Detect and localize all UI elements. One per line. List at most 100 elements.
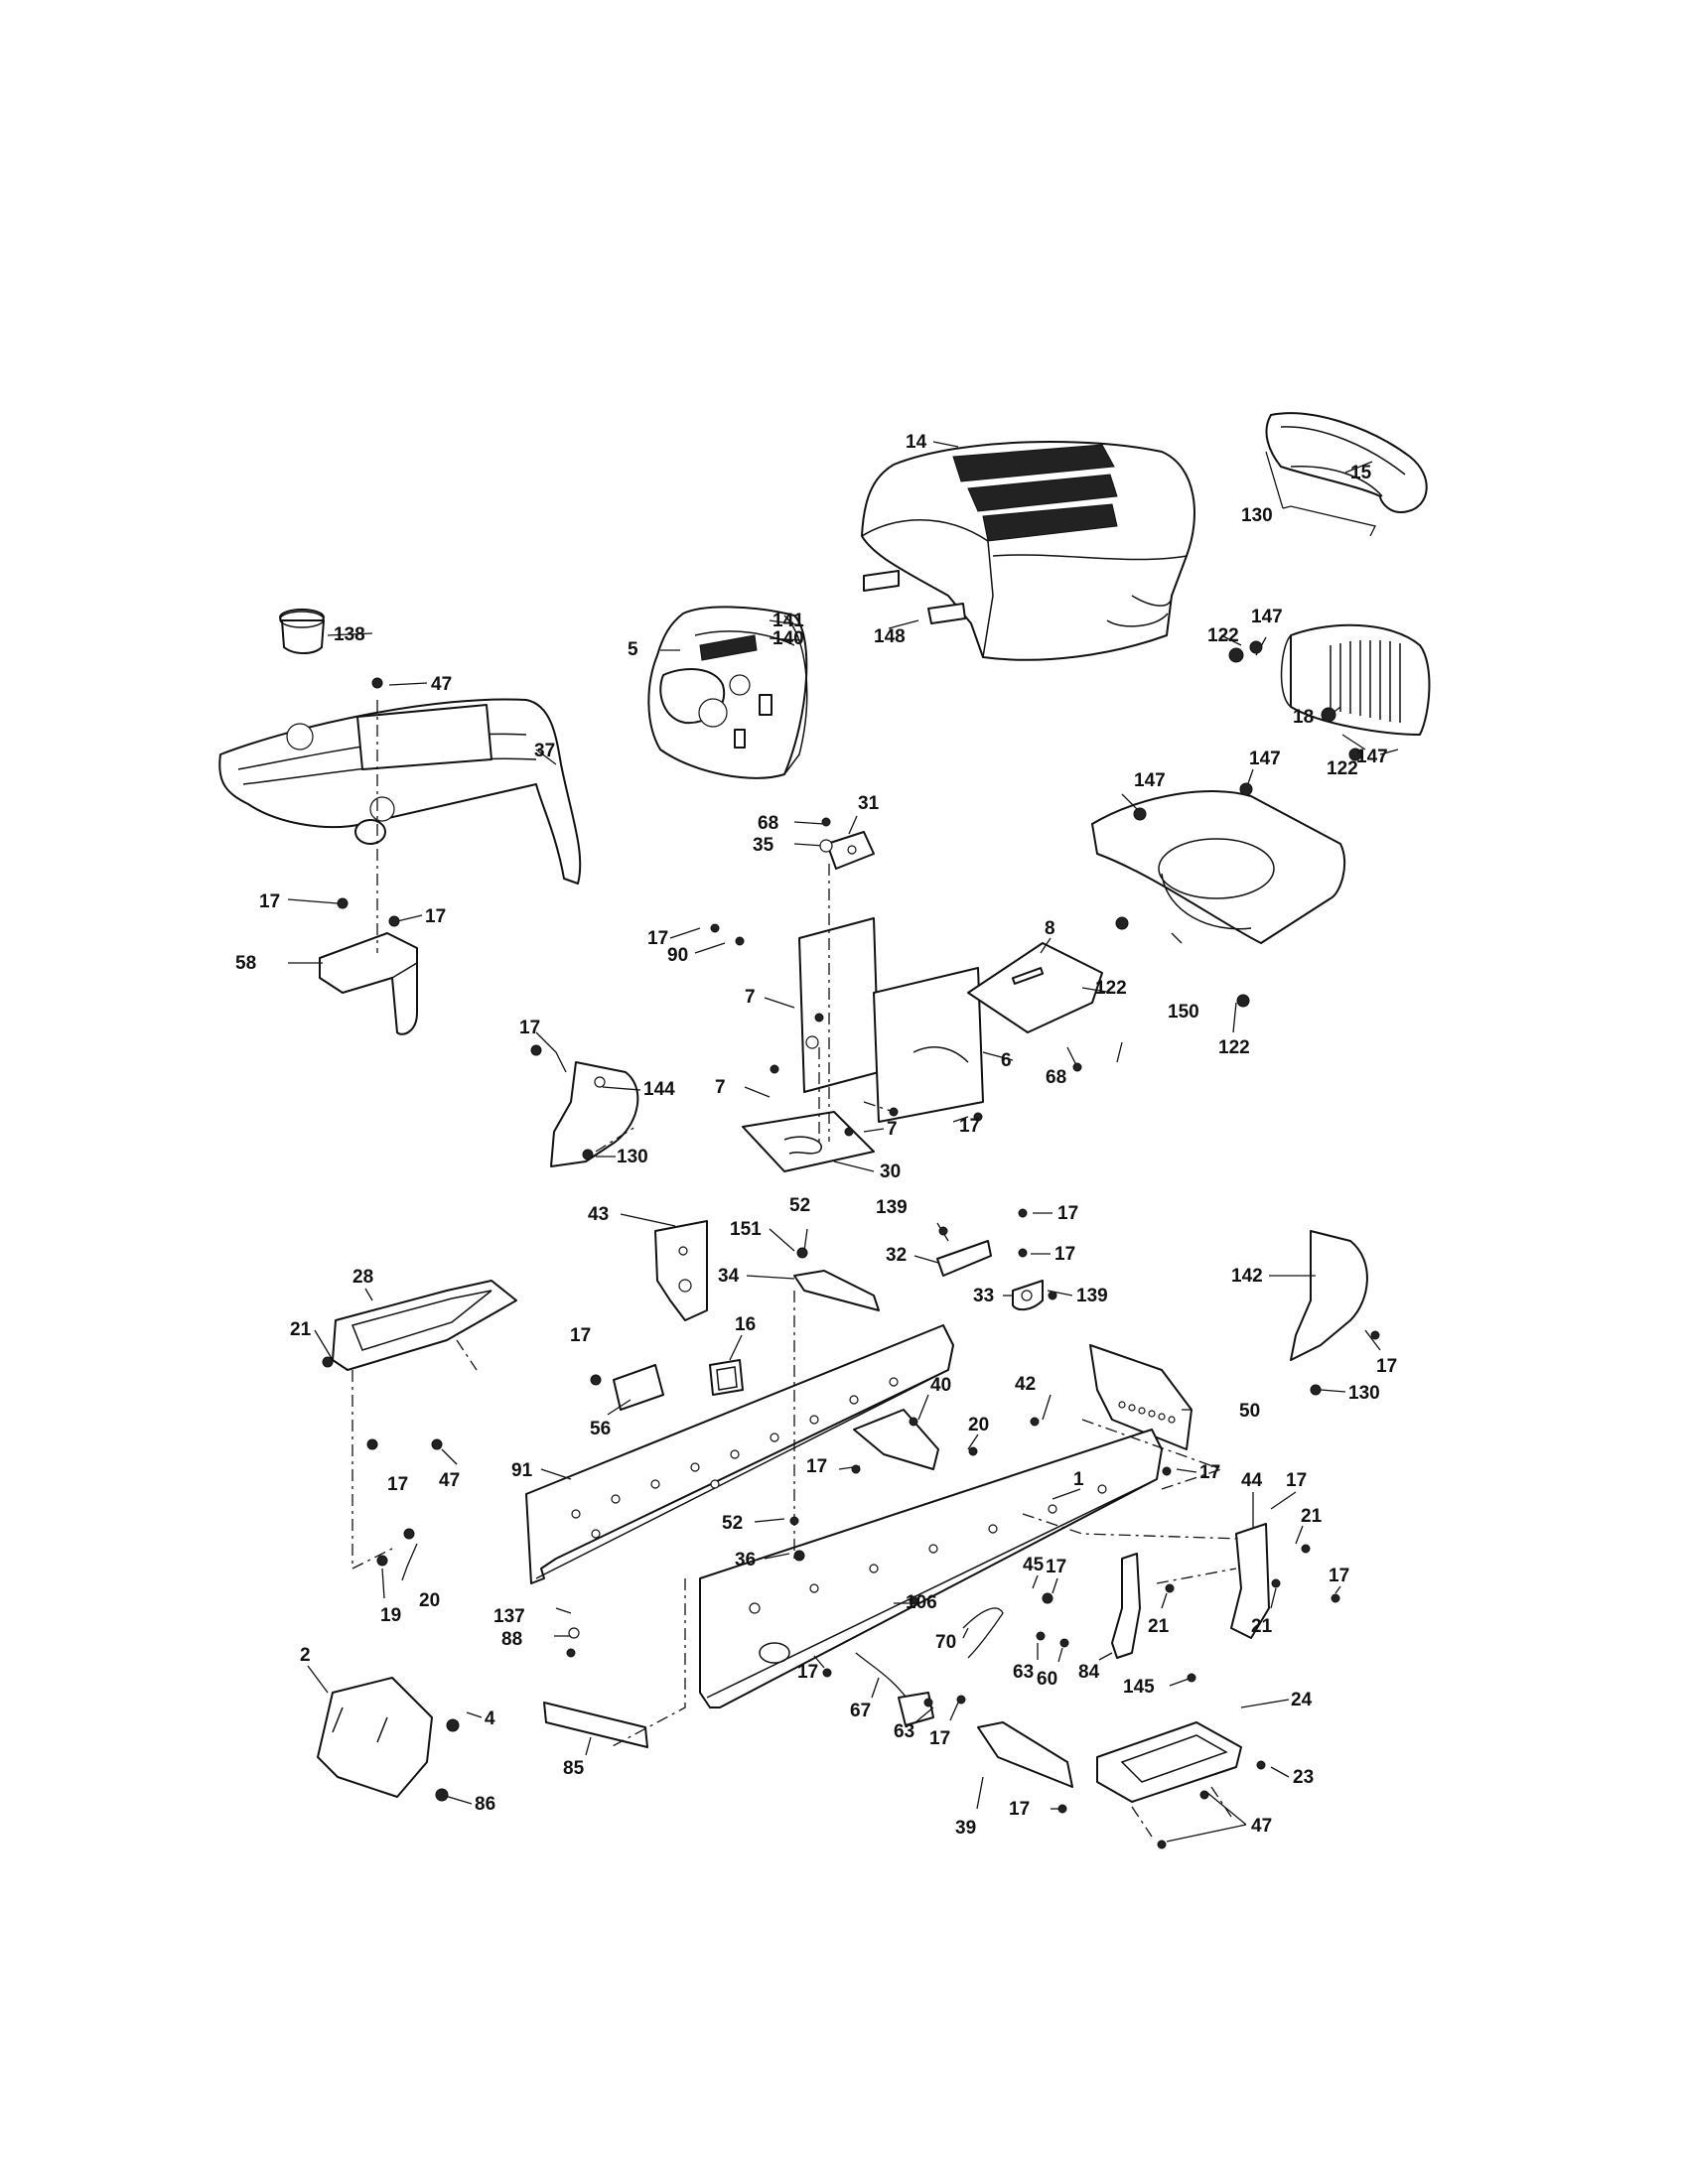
frame-rail-part-1 (699, 1429, 1163, 1708)
callout-140: 140 (772, 628, 804, 649)
callout-138: 138 (334, 624, 365, 645)
callout-20: 20 (419, 1590, 440, 1611)
bracket-part-2 (317, 1677, 433, 1798)
bar-part-39 (977, 1721, 1073, 1788)
callout-21: 21 (290, 1319, 312, 1340)
dash-console-part-5 (647, 606, 808, 779)
callout-17: 17 (1329, 1566, 1349, 1586)
linkage-part-32 (936, 1240, 992, 1277)
callout-145: 145 (1123, 1677, 1155, 1698)
callout-151: 151 (730, 1219, 762, 1240)
callout-40: 40 (930, 1375, 951, 1396)
callout-147: 147 (1134, 770, 1166, 791)
callout-6: 6 (1001, 1050, 1012, 1071)
callout-17: 17 (1199, 1462, 1220, 1483)
callout-42: 42 (1015, 1374, 1036, 1395)
fender-part-37 (218, 698, 582, 885)
callout-19: 19 (380, 1605, 401, 1626)
callout-148: 148 (874, 626, 906, 647)
plate-part-8 (967, 942, 1103, 1033)
callout-122: 122 (1327, 758, 1358, 779)
callout-17: 17 (647, 928, 668, 949)
callout-7: 7 (887, 1119, 898, 1140)
callout-47: 47 (431, 674, 452, 695)
callout-47: 47 (439, 1470, 460, 1491)
callout-58: 58 (235, 953, 256, 974)
callout-68: 68 (758, 813, 778, 834)
callout-5: 5 (628, 639, 638, 660)
pedal-bracket-part-142 (1290, 1230, 1368, 1361)
callout-52: 52 (789, 1195, 810, 1216)
callout-17: 17 (425, 906, 446, 927)
bracket-part-50 (1089, 1344, 1193, 1450)
callout-34: 34 (718, 1266, 740, 1287)
callout-17: 17 (1009, 1799, 1030, 1820)
callout-139: 139 (1076, 1286, 1108, 1306)
frame-rail-part-91 (525, 1324, 954, 1584)
footrest-part-28 (332, 1280, 517, 1371)
hardware (322, 640, 1380, 1849)
callout-21: 21 (1251, 1616, 1273, 1637)
callout-17: 17 (387, 1474, 408, 1495)
callout-84: 84 (1078, 1662, 1100, 1683)
rod-part-70 (962, 1607, 1004, 1659)
callout-15: 15 (1350, 463, 1372, 483)
callout-43: 43 (588, 1204, 609, 1225)
callout-16: 16 (735, 1314, 756, 1335)
callout-147: 147 (1249, 749, 1281, 769)
callout-85: 85 (563, 1758, 585, 1779)
callout-4: 4 (485, 1708, 495, 1729)
callout-88: 88 (501, 1629, 522, 1650)
grille-part-15 (1265, 412, 1428, 513)
callout-122: 122 (1218, 1037, 1250, 1058)
callout-122: 122 (1207, 625, 1239, 646)
callout-130: 130 (1348, 1383, 1380, 1404)
callout-1: 1 (1073, 1469, 1084, 1490)
bracket-part-44 (1230, 1523, 1270, 1639)
callout-141: 141 (772, 611, 804, 631)
callout-2: 2 (300, 1645, 311, 1666)
bracket-part-40 (853, 1409, 939, 1470)
callout-142: 142 (1231, 1266, 1263, 1287)
callout-47: 47 (1251, 1816, 1272, 1837)
pan-part-150 (1091, 790, 1346, 944)
callout-32: 32 (886, 1245, 907, 1266)
callout-147: 147 (1251, 607, 1283, 627)
callout-45: 45 (1023, 1555, 1045, 1575)
callout-86: 86 (475, 1794, 495, 1815)
callout-8: 8 (1045, 918, 1055, 939)
callout-36: 36 (735, 1550, 756, 1570)
callout-23: 23 (1293, 1767, 1314, 1788)
callout-17: 17 (806, 1456, 827, 1477)
callout-17: 17 (1057, 1203, 1078, 1224)
assembly-lines (351, 700, 1242, 1838)
callout-17: 17 (519, 1018, 540, 1038)
callout-20: 20 (968, 1415, 989, 1435)
callout-150: 150 (1168, 1002, 1199, 1023)
bar-part-85 (543, 1702, 648, 1748)
callout-35: 35 (753, 835, 774, 856)
callout-17: 17 (1376, 1356, 1397, 1377)
callout-24: 24 (1291, 1690, 1313, 1710)
callout-130: 130 (617, 1147, 648, 1167)
callout-28: 28 (352, 1267, 373, 1288)
floor-plate-part-30 (742, 1111, 875, 1172)
callout-18: 18 (1293, 707, 1314, 728)
callout-21: 21 (1148, 1616, 1170, 1637)
callout-39: 39 (955, 1818, 976, 1839)
callout-67: 67 (850, 1701, 871, 1721)
callout-44: 44 (1241, 1470, 1263, 1491)
callout-91: 91 (511, 1460, 533, 1481)
callout-21: 21 (1301, 1506, 1323, 1527)
callout-17: 17 (1046, 1557, 1066, 1577)
dash-panel-part-6 (798, 917, 984, 1123)
callout-52: 52 (722, 1513, 743, 1534)
linkage-part-33 (1012, 1280, 1044, 1311)
callout-139: 139 (876, 1197, 908, 1218)
callout-7: 7 (715, 1077, 726, 1098)
footrest-part-24 (1096, 1721, 1242, 1803)
callout-17: 17 (1286, 1470, 1307, 1491)
callout-17: 17 (1054, 1244, 1075, 1265)
callout-130: 130 (1241, 505, 1273, 526)
bracket-part-58 (319, 932, 418, 1035)
